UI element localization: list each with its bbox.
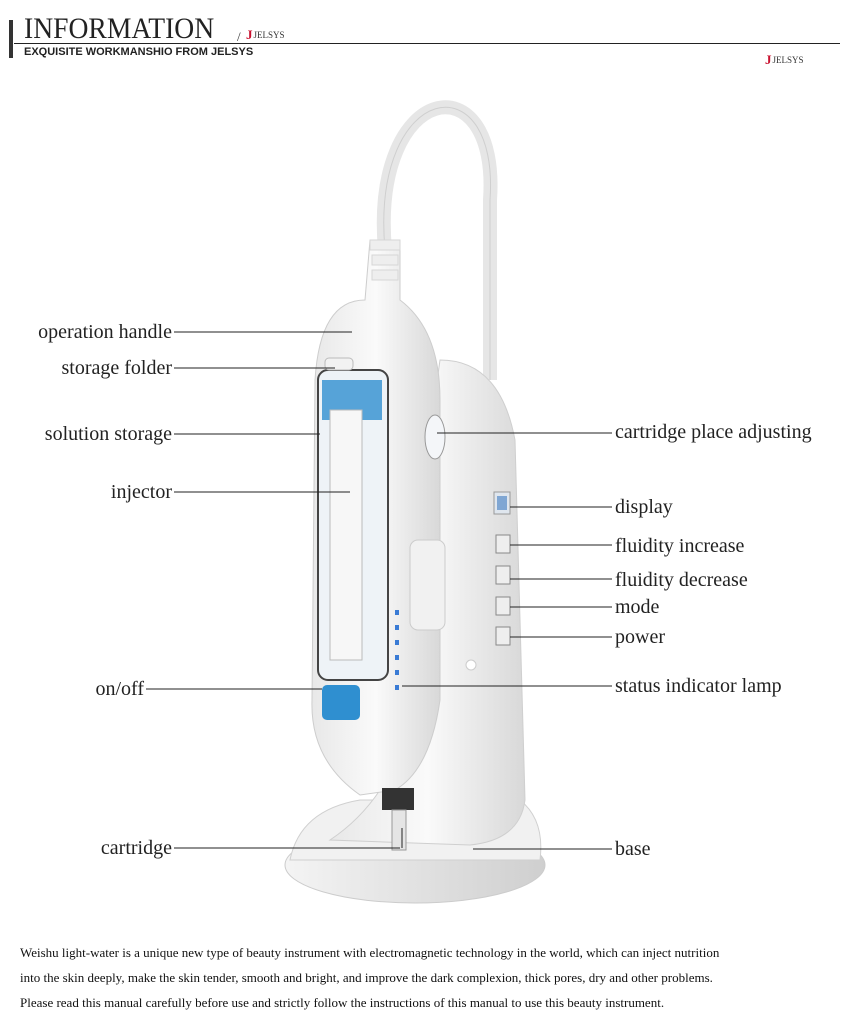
label-fluidity-decrease: fluidity decrease (615, 569, 748, 591)
decrease-button[interactable] (495, 565, 511, 585)
logo-text: JELSYS (253, 30, 285, 40)
label-mode: mode (615, 596, 660, 618)
label-display: display (615, 496, 673, 518)
storage-folder (324, 357, 354, 371)
status-lamps (395, 610, 399, 690)
logo-mark: J (765, 52, 772, 67)
increase-button[interactable] (495, 534, 511, 554)
label-power: power (615, 626, 665, 648)
cartridge (382, 788, 414, 810)
label-injector: injector (110, 481, 172, 503)
leader-lines (146, 331, 612, 850)
header-divider (14, 43, 840, 44)
label-cartridge-place-adjusting: cartridge place adjusting (615, 421, 812, 443)
injector (329, 409, 363, 661)
page-title: INFORMATION (24, 12, 215, 45)
title-slash: / (237, 29, 241, 44)
label-storage-folder: storage folder (61, 357, 172, 379)
label-fluidity-increase: fluidity increase (615, 535, 745, 557)
page-subtitle: EXQUISITE WORKMANSHIO FROM JELSYS (24, 46, 254, 58)
description-line: into the skin deeply, make the skin tend… (20, 970, 713, 985)
label-status-indicator-lamp: status indicator lamp (615, 675, 782, 697)
mode-button[interactable] (495, 596, 511, 616)
label-on-off: on/off (95, 678, 144, 700)
power-button[interactable] (495, 626, 511, 646)
header-accent-bar (9, 20, 13, 58)
cartridge-adjust-knob[interactable] (424, 414, 446, 460)
label-base: base (615, 838, 651, 860)
label-operation-handle: operation handle (38, 321, 172, 343)
logo-mark: J (246, 27, 253, 42)
description-line: Weishu light-water is a unique new type … (20, 945, 720, 960)
description-line: Please read this manual carefully before… (20, 995, 665, 1010)
logo-text: JELSYS (772, 55, 804, 65)
label-solution-storage: solution storage (44, 423, 172, 445)
label-cartridge: cartridge (100, 837, 172, 859)
on-off-switch[interactable] (322, 685, 360, 720)
description: Weishu light-water is a unique new type … (20, 940, 850, 1015)
